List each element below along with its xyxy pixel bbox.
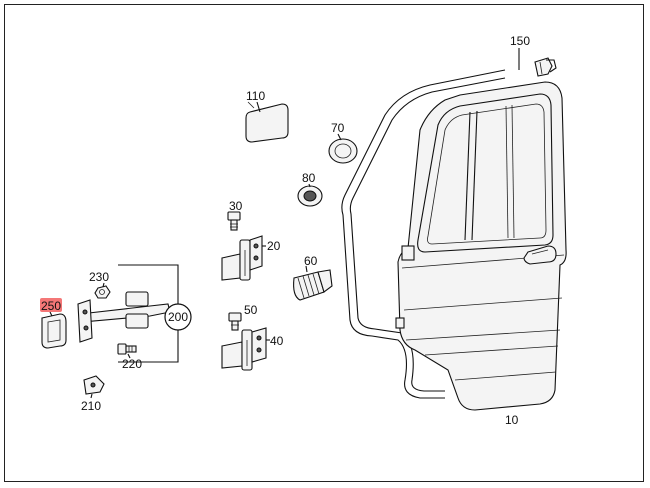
callout-250[interactable]: 250 — [41, 299, 61, 313]
callout-110[interactable]: 110 — [246, 89, 265, 103]
callout-30[interactable]: 30 — [229, 199, 243, 213]
callout-10[interactable]: 10 — [505, 413, 519, 427]
callout-20[interactable]: 20 — [267, 239, 281, 253]
callout-250-highlight — [40, 298, 62, 312]
part-200-door-check-assembly[interactable] — [77, 264, 179, 363]
part-220-bolt[interactable] — [117, 343, 137, 359]
callout-230[interactable]: 230 — [89, 270, 109, 284]
part-150-latch-bracket[interactable] — [518, 48, 557, 77]
callout-50[interactable]: 50 — [244, 303, 258, 317]
callout-40[interactable]: 40 — [270, 334, 284, 348]
callout-80[interactable]: 80 — [302, 171, 316, 185]
callout-60[interactable]: 60 — [304, 254, 318, 268]
callout-70[interactable]: 70 — [331, 121, 345, 135]
part-70-grommet[interactable] — [328, 133, 358, 164]
callout-200[interactable]: 200 — [168, 310, 188, 324]
part-250-door-stop[interactable] — [41, 311, 67, 349]
part-230-nut[interactable] — [94, 282, 111, 299]
leader-lines — [247, 101, 255, 109]
part-60-check-boot[interactable] — [293, 265, 333, 301]
part-30-bolt[interactable] — [227, 211, 241, 231]
callout-220[interactable]: 220 — [122, 357, 142, 371]
part-40-lower-hinge[interactable] — [221, 327, 270, 371]
part-110-cover-plate[interactable] — [245, 101, 289, 143]
part-210-bracket[interactable] — [83, 375, 105, 399]
part-80-grommet[interactable] — [297, 183, 323, 207]
callout-200-circle[interactable]: 200 — [164, 303, 192, 331]
callout-150[interactable]: 150 — [510, 34, 530, 48]
part-50-bolt[interactable] — [228, 312, 242, 331]
door-panel[interactable] — [341, 69, 567, 411]
part-20-upper-hinge[interactable] — [221, 235, 266, 281]
callout-210[interactable]: 210 — [81, 399, 101, 413]
